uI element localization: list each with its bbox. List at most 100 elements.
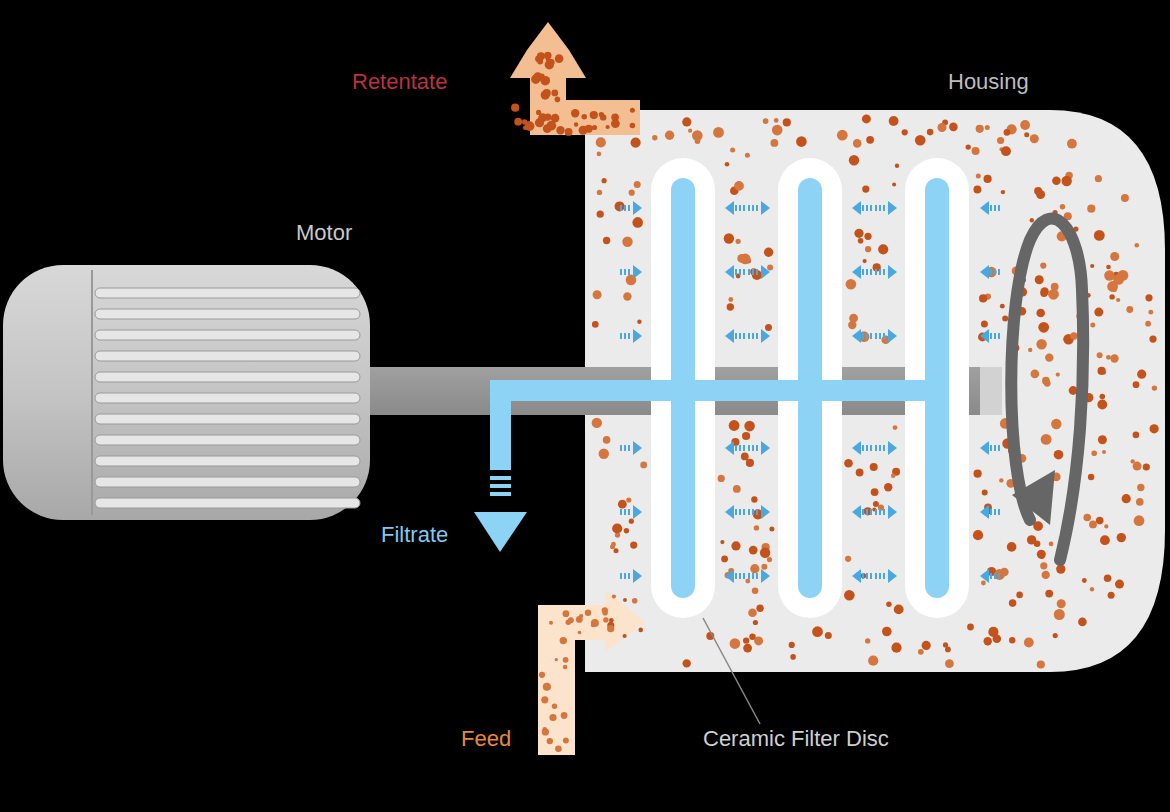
- particle: [692, 130, 703, 141]
- particle: [1030, 218, 1034, 222]
- particle: [1110, 354, 1118, 362]
- flow-arrow: [875, 569, 897, 583]
- particle: [1104, 270, 1114, 280]
- particle: [555, 658, 558, 661]
- particle: [630, 542, 637, 549]
- particle: [1040, 287, 1048, 295]
- particle: [1150, 424, 1159, 433]
- particle: [866, 136, 874, 144]
- particle: [611, 113, 619, 121]
- particle: [1028, 348, 1032, 352]
- motor-fin: [95, 477, 360, 487]
- particle: [1001, 146, 1011, 156]
- particle: [976, 125, 984, 133]
- particle: [1116, 298, 1120, 302]
- particle: [790, 654, 796, 660]
- particle: [1062, 176, 1072, 186]
- label-disc: Ceramic Filter Disc: [703, 727, 889, 751]
- particle: [894, 605, 904, 615]
- particle: [764, 248, 773, 257]
- flow-arrow: [725, 265, 745, 279]
- motor-fins: [92, 270, 360, 515]
- particle: [1134, 515, 1145, 526]
- particle: [682, 117, 691, 126]
- particle: [1035, 275, 1044, 284]
- flow-arrow: [875, 201, 897, 215]
- particle: [783, 118, 791, 126]
- flow-arrow: [620, 201, 642, 215]
- particle: [551, 114, 560, 123]
- particle: [845, 556, 851, 562]
- particle: [1133, 381, 1140, 388]
- particle: [750, 268, 757, 275]
- particle: [973, 530, 983, 540]
- particle: [596, 137, 606, 147]
- particle: [744, 421, 755, 432]
- particle: [683, 659, 691, 667]
- particle: [763, 118, 769, 124]
- filtrate-channel: [490, 380, 949, 470]
- particle: [1117, 533, 1126, 542]
- particle: [743, 637, 749, 643]
- particle: [856, 469, 864, 477]
- flow-arrow: [980, 265, 1000, 279]
- particle: [772, 125, 783, 136]
- particle: [1104, 524, 1108, 528]
- particle: [761, 564, 767, 570]
- particle: [721, 556, 728, 563]
- particle: [849, 155, 859, 165]
- particle: [1054, 609, 1065, 620]
- particle: [511, 104, 519, 112]
- particle: [1009, 599, 1017, 607]
- particle: [549, 621, 553, 625]
- particle: [622, 237, 632, 247]
- particle: [878, 244, 888, 254]
- particle: [865, 638, 870, 643]
- particle: [1027, 535, 1036, 544]
- particle: [862, 186, 869, 193]
- particle: [1002, 316, 1008, 322]
- label-motor: Motor: [296, 221, 352, 245]
- particle: [614, 548, 619, 553]
- flow-arrow: [852, 265, 872, 279]
- particle: [630, 108, 635, 113]
- particle: [602, 610, 608, 616]
- particle: [871, 488, 879, 496]
- particle: [892, 183, 896, 187]
- particle: [1000, 304, 1005, 309]
- particle: [525, 121, 535, 131]
- particle: [1100, 394, 1106, 400]
- particle: [578, 631, 582, 635]
- particle: [1042, 571, 1050, 579]
- particle: [1036, 190, 1045, 199]
- particle: [844, 590, 855, 601]
- flow-arrow: [748, 329, 770, 343]
- particle: [745, 579, 750, 584]
- particle: [1097, 352, 1103, 358]
- particle: [1145, 294, 1152, 301]
- particle: [607, 625, 614, 632]
- particle: [555, 746, 562, 753]
- particle: [737, 254, 746, 263]
- particle: [938, 123, 947, 132]
- particle: [742, 432, 750, 440]
- particle: [1054, 450, 1064, 460]
- motor-fin: [95, 288, 360, 298]
- particle: [1020, 120, 1030, 130]
- particle: [1145, 321, 1151, 327]
- particle: [1053, 633, 1058, 638]
- particle: [1087, 205, 1095, 213]
- particle: [796, 136, 807, 147]
- particle: [733, 485, 741, 493]
- flow-arrow: [980, 441, 1000, 455]
- particle: [734, 181, 744, 191]
- flow-arrow: [980, 201, 1000, 215]
- particle: [537, 52, 545, 60]
- particle: [1024, 638, 1034, 648]
- particle: [1100, 535, 1110, 545]
- particle: [603, 436, 611, 444]
- motor-fin: [95, 414, 360, 424]
- motor-fin: [95, 456, 360, 466]
- particle: [765, 324, 772, 331]
- particle: [1051, 419, 1061, 429]
